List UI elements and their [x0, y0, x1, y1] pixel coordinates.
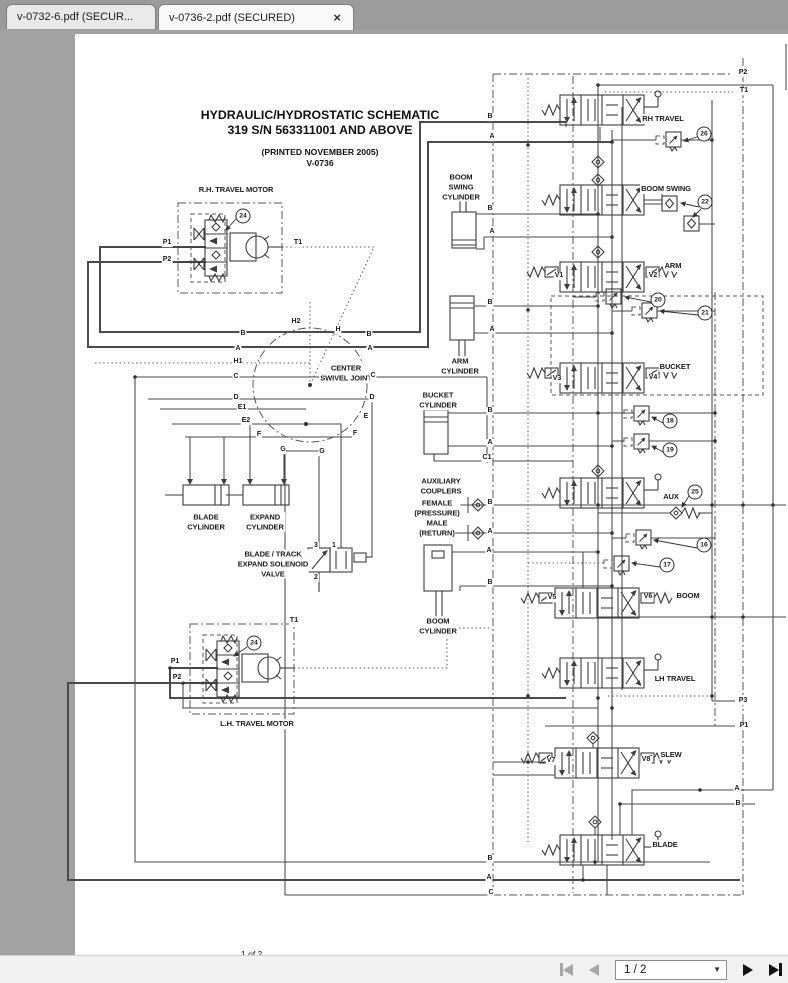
close-tab-icon[interactable]: ×: [333, 10, 341, 25]
pdf-page: HYDRAULIC/HYDROSTATIC SCHEMATIC 319 S/N …: [67, 34, 788, 959]
printed-note: (PRINTED NOVEMBER 2005): [261, 146, 379, 157]
page-dropdown-caret-icon[interactable]: ▼: [713, 965, 721, 974]
document-canvas: HYDRAULIC/HYDROSTATIC SCHEMATIC 319 S/N …: [0, 30, 788, 959]
tab-bar: v-0732-6.pdf (SECUR... v-0736-2.pdf (SEC…: [0, 0, 788, 31]
first-page-bar-icon: [560, 963, 563, 976]
tab-v-0732-6[interactable]: v-0732-6.pdf (SECUR...: [6, 4, 156, 29]
tab-label: v-0732-6.pdf (SECUR...: [17, 11, 134, 23]
doc-number: V-0736: [306, 157, 334, 168]
last-page-bar-icon: [779, 963, 782, 976]
first-page-arrow-icon: [563, 963, 573, 976]
previous-page-arrow-icon: [589, 963, 599, 976]
schematic-title-block: HYDRAULIC/HYDROSTATIC SCHEMATIC 319 S/N …: [153, 108, 487, 169]
page-indicator: 1 / 2: [624, 963, 647, 976]
tab-label: v-0736-2.pdf (SECURED): [169, 11, 295, 24]
last-page-button[interactable]: [769, 963, 782, 976]
schematic-title-line1: HYDRAULIC/HYDROSTATIC SCHEMATIC: [200, 108, 440, 122]
page-number-footer: 1 of 2: [241, 949, 263, 959]
next-page-arrow-icon: [743, 963, 753, 976]
first-page-button[interactable]: [560, 963, 573, 976]
tab-v-0736-2[interactable]: v-0736-2.pdf (SECURED) ×: [158, 4, 354, 30]
next-page-button[interactable]: [743, 963, 753, 976]
page-number-input[interactable]: 1 / 2 ▼: [615, 959, 727, 980]
pager-toolbar: 1 / 2 ▼: [0, 955, 788, 983]
last-page-arrow-icon: [769, 963, 779, 976]
schematic-title-line2: 319 S/N 563311001 AND ABOVE: [227, 123, 413, 138]
previous-page-button[interactable]: [589, 963, 599, 976]
